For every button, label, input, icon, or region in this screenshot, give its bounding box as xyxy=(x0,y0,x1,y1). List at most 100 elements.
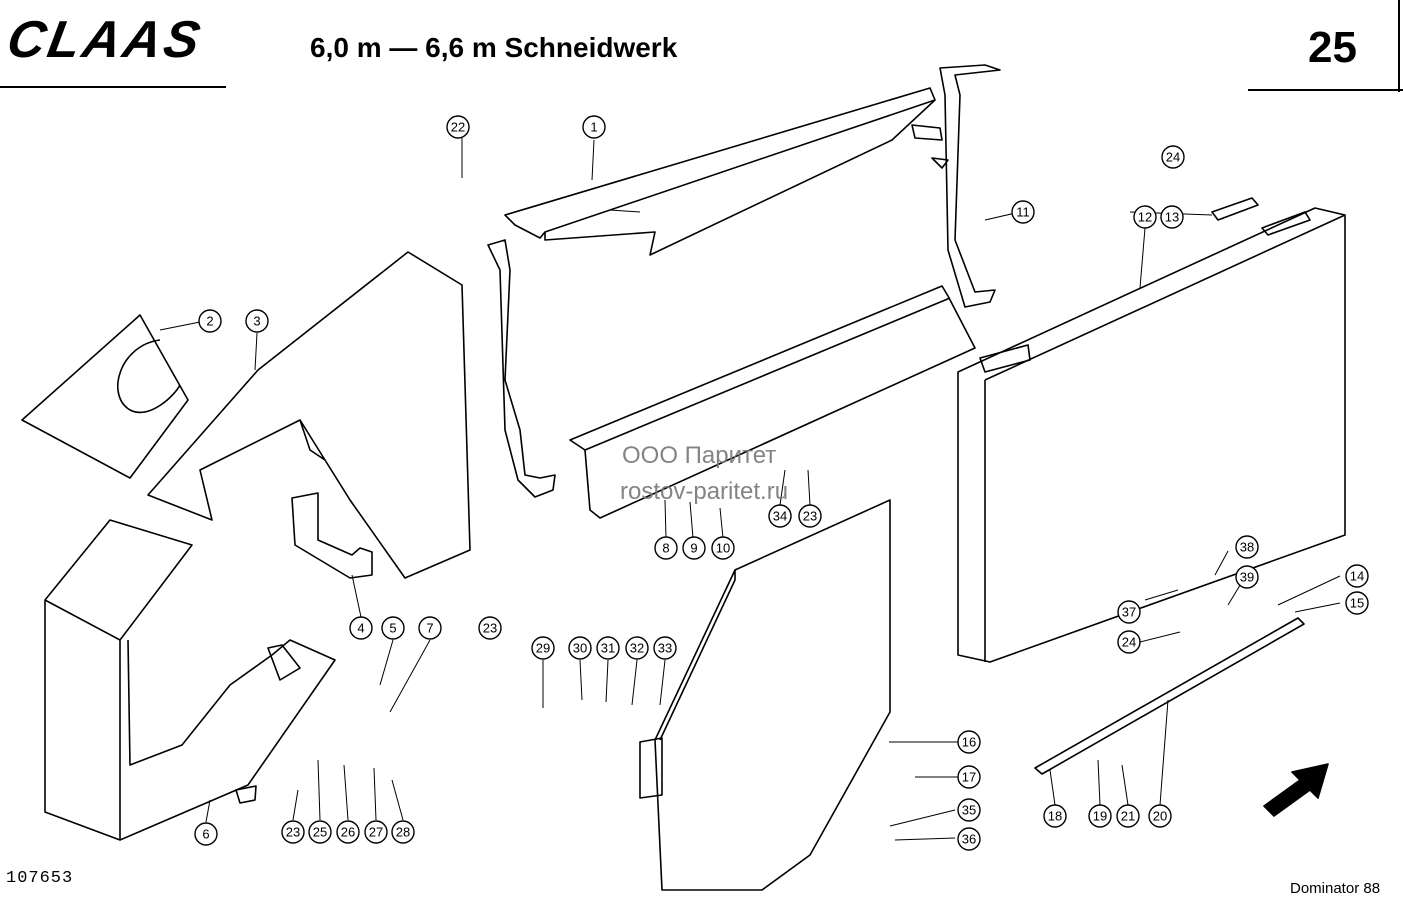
callout-12: 12 xyxy=(1133,205,1157,229)
callout-33: 33 xyxy=(653,636,677,660)
part-12-hinge xyxy=(979,344,1031,373)
svg-text:8: 8 xyxy=(662,541,669,556)
callout-2: 2 xyxy=(198,309,222,333)
svg-text:29: 29 xyxy=(536,641,550,656)
svg-text:37: 37 xyxy=(1122,605,1136,620)
svg-text:11: 11 xyxy=(1016,205,1030,220)
callout-24-lower: 24 xyxy=(1117,630,1141,654)
svg-text:21: 21 xyxy=(1121,809,1135,824)
callout-13: 13 xyxy=(1160,205,1184,229)
callout-20: 20 xyxy=(1148,804,1172,828)
header-rule-right xyxy=(1248,89,1403,91)
part-6-housing xyxy=(44,519,336,841)
callout-10: 10 xyxy=(711,536,735,560)
part-8-channel xyxy=(569,285,976,519)
svg-text:2: 2 xyxy=(206,314,213,329)
svg-text:6: 6 xyxy=(202,827,209,842)
callout-19: 19 xyxy=(1088,804,1112,828)
svg-text:28: 28 xyxy=(396,825,410,840)
callout-8: 8 xyxy=(654,536,678,560)
callout-5: 5 xyxy=(381,616,405,640)
callout-23-mid: 23 xyxy=(798,504,822,528)
callout-24-upper: 24 xyxy=(1161,145,1185,169)
callout-31: 31 xyxy=(596,636,620,660)
page-number: 25 xyxy=(1308,23,1357,72)
callout-11: 11 xyxy=(1011,200,1035,224)
part-11-tab xyxy=(911,124,949,169)
callout-30: 30 xyxy=(568,636,592,660)
callout-22: 22 xyxy=(446,115,470,139)
drawing-number: 107653 xyxy=(6,869,74,888)
callout-23-lower: 23 xyxy=(281,820,305,844)
svg-text:15: 15 xyxy=(1350,596,1364,611)
callout-37: 37 xyxy=(1117,600,1141,624)
svg-text:31: 31 xyxy=(601,641,615,656)
svg-text:36: 36 xyxy=(962,832,976,847)
callout-38: 38 xyxy=(1235,535,1259,559)
callout-1: 1 xyxy=(582,115,606,139)
svg-text:26: 26 xyxy=(341,825,355,840)
svg-text:20: 20 xyxy=(1153,809,1167,824)
svg-text:22: 22 xyxy=(451,120,465,135)
svg-text:24: 24 xyxy=(1122,635,1136,650)
callout-6: 6 xyxy=(194,822,218,846)
callout-26: 26 xyxy=(336,820,360,844)
callout-28: 28 xyxy=(391,820,415,844)
svg-text:34: 34 xyxy=(773,509,787,524)
callout-25: 25 xyxy=(308,820,332,844)
callout-29: 29 xyxy=(531,636,555,660)
callout-18: 18 xyxy=(1043,804,1067,828)
part-2-plate xyxy=(21,314,189,479)
part-16-door xyxy=(654,499,891,891)
svg-text:32: 32 xyxy=(630,641,644,656)
part-12-panel xyxy=(957,207,1346,663)
part-4-bracket xyxy=(291,492,373,579)
watermark-company: ООО Паритет xyxy=(622,442,777,469)
callout-15: 15 xyxy=(1345,591,1369,615)
direction-arrow xyxy=(1263,763,1329,817)
svg-text:1: 1 xyxy=(590,120,597,135)
svg-text:13: 13 xyxy=(1165,210,1179,225)
svg-text:23: 23 xyxy=(286,825,300,840)
svg-text:3: 3 xyxy=(253,314,260,329)
svg-text:19: 19 xyxy=(1093,809,1107,824)
callout-36: 36 xyxy=(957,827,981,851)
header-rule-left xyxy=(0,86,226,88)
callout-32: 32 xyxy=(625,636,649,660)
watermark-url: rostov-paritet.ru xyxy=(620,478,789,505)
callout-9: 9 xyxy=(682,536,706,560)
callouts: 1 2 3 4 5 6 7 8 9 10 11 12 13 14 15 16 1… xyxy=(194,115,1369,851)
svg-text:33: 33 xyxy=(658,641,672,656)
callout-27: 27 xyxy=(364,820,388,844)
svg-text:12: 12 xyxy=(1138,210,1152,225)
svg-text:38: 38 xyxy=(1240,540,1254,555)
callout-23-upper: 23 xyxy=(478,616,502,640)
callout-17: 17 xyxy=(957,765,981,789)
svg-text:7: 7 xyxy=(426,621,433,636)
callout-4: 4 xyxy=(349,616,373,640)
part-16-hinge xyxy=(639,737,663,799)
callout-35: 35 xyxy=(957,798,981,822)
svg-text:18: 18 xyxy=(1048,809,1062,824)
svg-text:14: 14 xyxy=(1350,569,1364,584)
svg-text:23: 23 xyxy=(483,621,497,636)
callout-16: 16 xyxy=(957,730,981,754)
svg-text:35: 35 xyxy=(962,803,976,818)
svg-text:23: 23 xyxy=(803,509,817,524)
part-13-hinge xyxy=(1211,197,1311,236)
part-11-bracket xyxy=(939,64,1001,308)
part-6-tab xyxy=(235,644,301,804)
svg-text:5: 5 xyxy=(389,621,396,636)
svg-text:27: 27 xyxy=(369,825,383,840)
svg-text:39: 39 xyxy=(1240,570,1254,585)
callout-14: 14 xyxy=(1345,564,1369,588)
part-outlines xyxy=(21,64,1346,891)
svg-text:25: 25 xyxy=(313,825,327,840)
model-name: Dominator 88 xyxy=(1290,880,1381,897)
callout-21: 21 xyxy=(1116,804,1140,828)
page-title: 6,0 m — 6,6 m Schneidwerk xyxy=(310,32,678,63)
svg-text:9: 9 xyxy=(690,541,697,556)
part-1-top-rail xyxy=(504,87,936,256)
